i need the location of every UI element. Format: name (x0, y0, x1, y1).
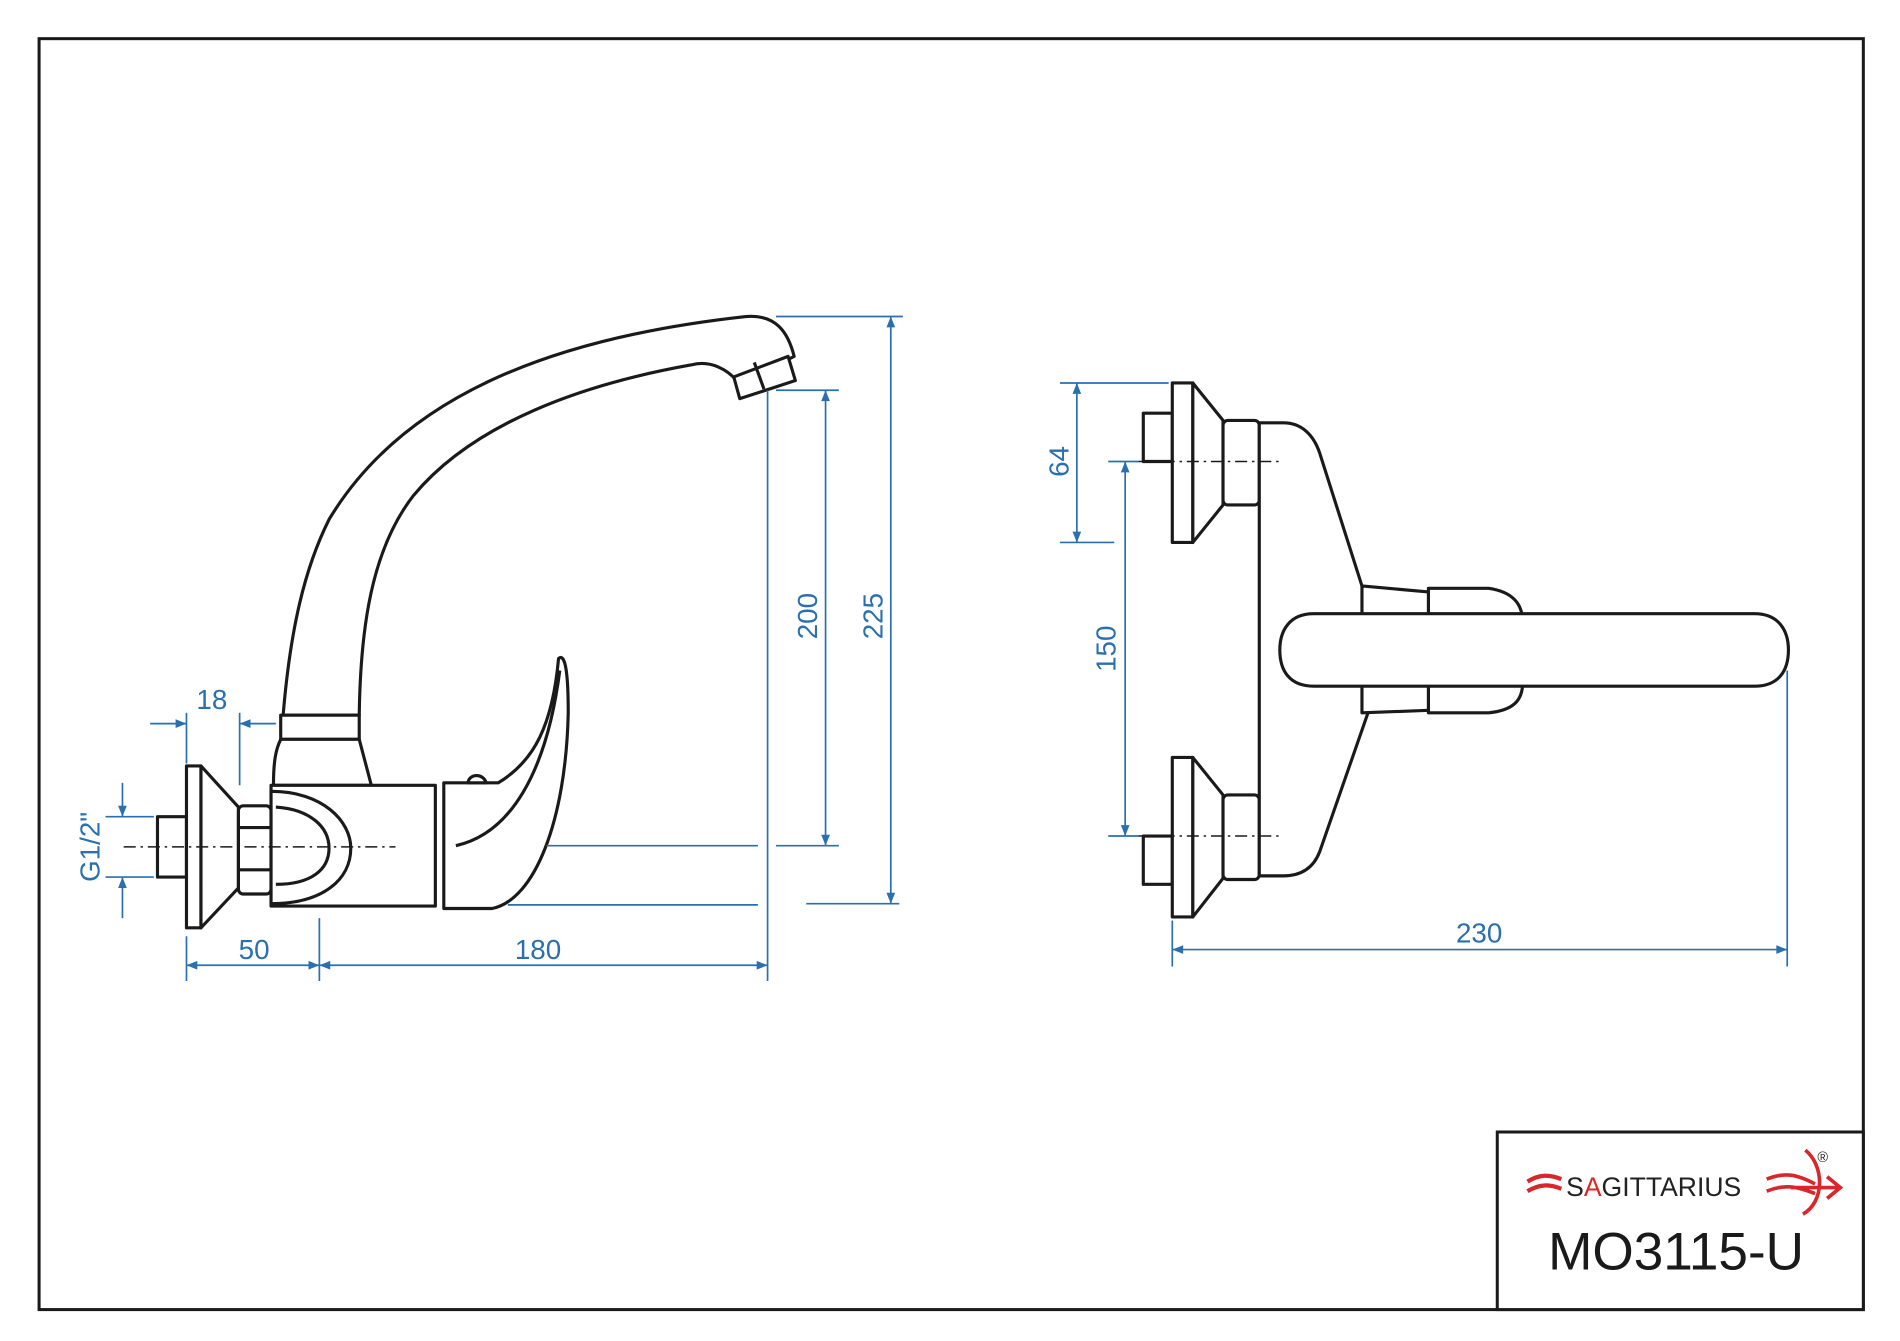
model-number: MO3115-U (1548, 1223, 1804, 1282)
dim-200-label: 200 (792, 593, 823, 639)
dim-180-label: 180 (515, 934, 561, 965)
title-block: SAGITTARIUS ® MO3115-U (1495, 1130, 1865, 1312)
dim-225-label: 225 (857, 593, 888, 639)
top-view-dimensions: 64 150 230 (1043, 382, 1789, 967)
dim-50-label: 50 (239, 934, 270, 965)
dim-64-label: 64 (1043, 446, 1074, 477)
dim-18-label: 18 (196, 684, 227, 715)
side-view-dimensions: 18 G1/2" 50 180 200 225 (74, 315, 903, 981)
side-view-faucet (123, 314, 797, 930)
brand-logo: SAGITTARIUS ® (1526, 1148, 1844, 1216)
thread-size-label: G1/2" (74, 812, 105, 882)
dim-150-label: 150 (1091, 626, 1122, 672)
dim-230-label: 230 (1456, 917, 1502, 948)
registered-mark: ® (1817, 1150, 1828, 1166)
brand-name: SAGITTARIUS (1566, 1172, 1741, 1202)
top-view-faucet (1138, 381, 1790, 919)
drawing-frame (37, 37, 1865, 1312)
